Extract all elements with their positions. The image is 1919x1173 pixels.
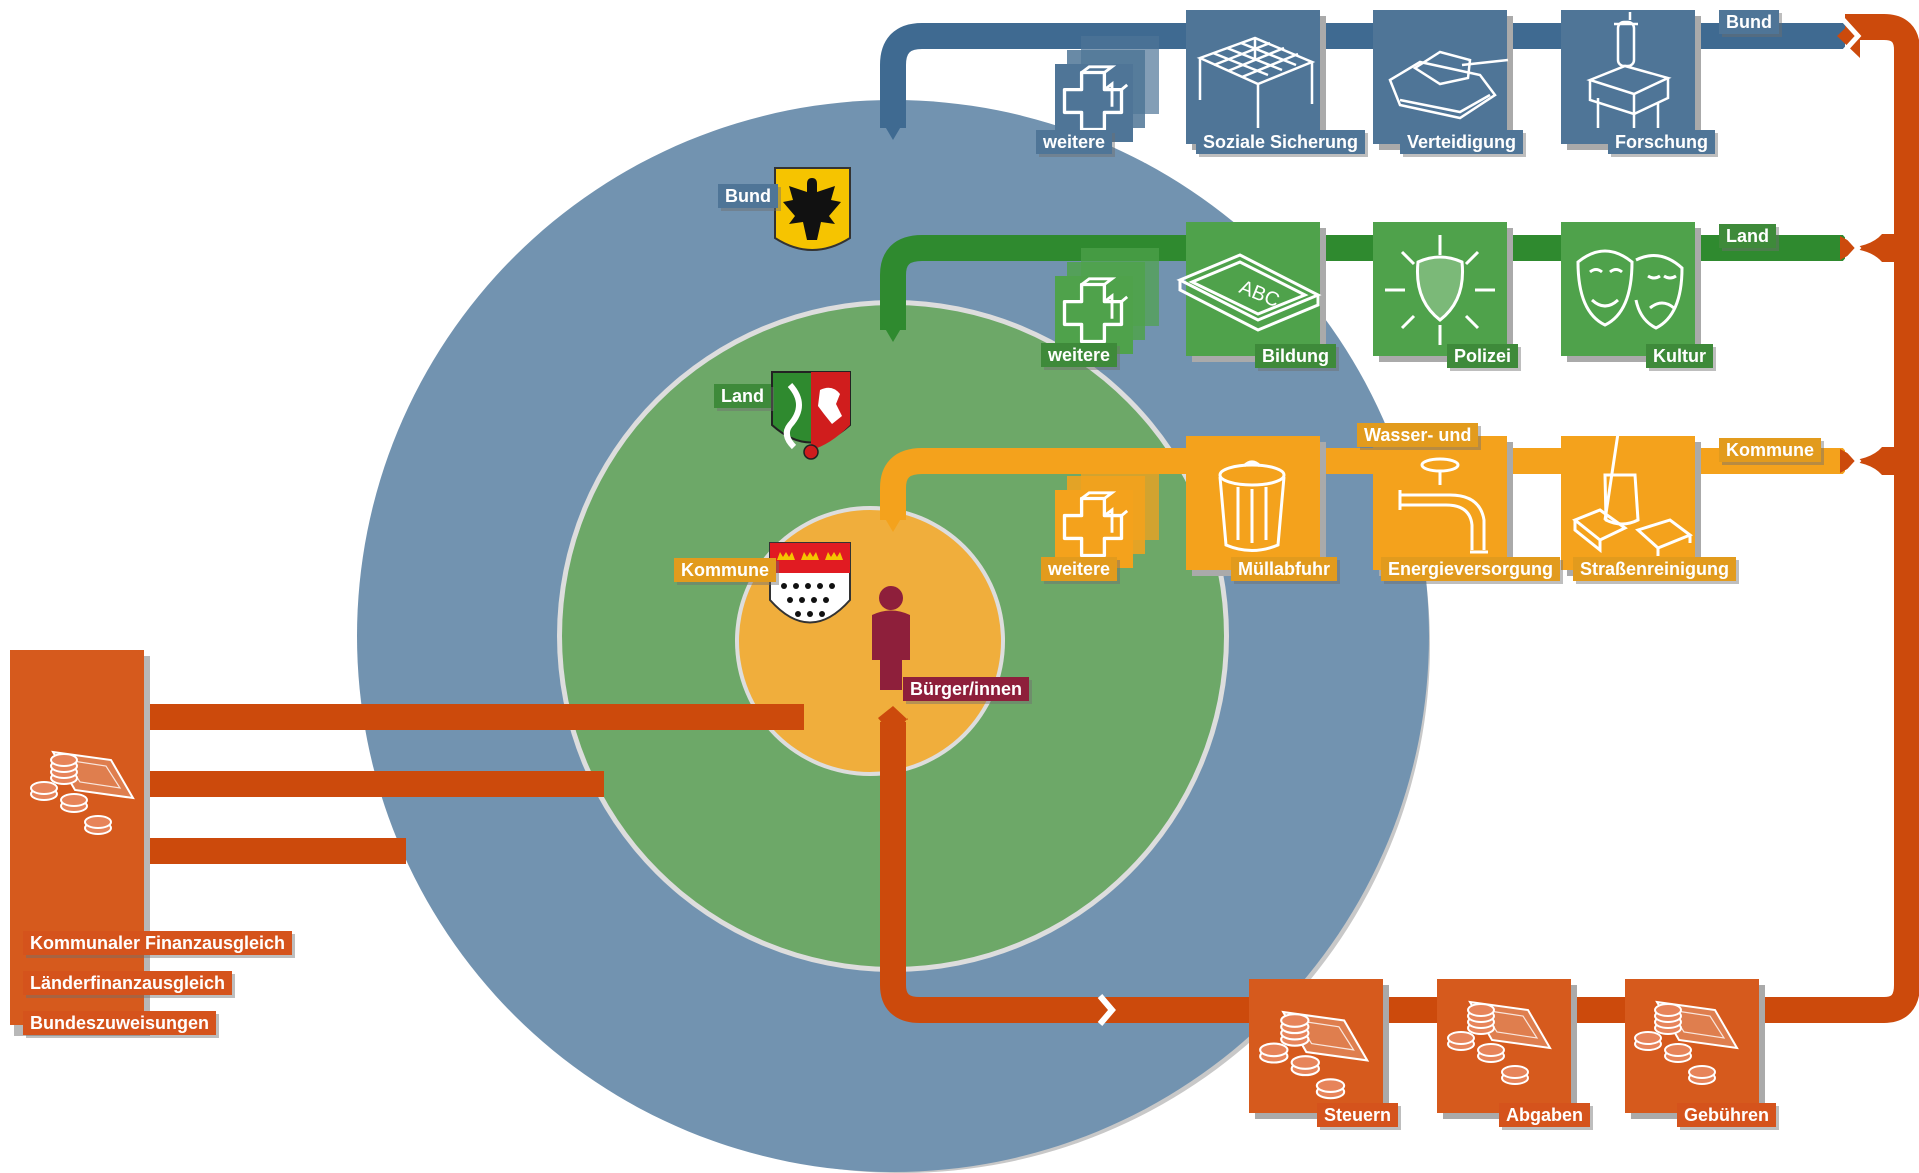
bildung-label: Bildung: [1255, 344, 1336, 368]
arrow-to-kommune-rail: [1840, 449, 1862, 473]
theater-masks-icon: [1576, 249, 1684, 330]
kommune-rail-label: Kommune: [1719, 438, 1822, 462]
bund-weitere-label: weitere: [1036, 130, 1113, 154]
bundeszuweisungen-label: Bundeszuweisungen: [23, 1011, 217, 1035]
tank-icon: [1388, 50, 1509, 120]
kommune-weitere-label: weitere: [1041, 557, 1118, 581]
kommune-service-tiles: [1055, 419, 1701, 576]
land-rail: [880, 235, 1845, 330]
person-icon: [872, 586, 910, 690]
soziale-sicherung-label: Soziale Sicherung: [1196, 130, 1366, 154]
polizei-label: Polizei: [1447, 344, 1519, 368]
water-tap-icon: [1398, 457, 1488, 554]
federal-eagle-icon: [774, 167, 851, 251]
koeln-coat-of-arms-icon: [769, 542, 851, 624]
wasser-und-label: Wasser- und: [1357, 423, 1479, 447]
transfer-bar-kommune: [144, 704, 804, 730]
trash-can-icon: [1218, 460, 1286, 552]
bund-service-tiles: [1055, 10, 1701, 150]
revenue-tiles: [1249, 979, 1765, 1119]
kommunaler-finanzausgleich-label: Kommunaler Finanzausgleich: [23, 931, 293, 955]
kommune-rail: [880, 448, 1845, 520]
kultur-label: Kultur: [1646, 344, 1713, 368]
flow-arrow-gap: [1097, 994, 1116, 1026]
land-weitere-label: weitere: [1041, 343, 1118, 367]
land-service-tiles: ABC: [1055, 222, 1701, 362]
kommune-level-label: Kommune: [674, 558, 777, 582]
police-badge-icon: [1385, 235, 1495, 345]
transfer-bar-land: [144, 771, 604, 797]
chalkboard-icon: ABC: [1176, 253, 1322, 332]
arrow-to-bund-rail: [1837, 14, 1860, 58]
citizen-label: Bürger/innen: [903, 677, 1030, 701]
strassenreinigung-label: Straßenreinigung: [1573, 557, 1737, 581]
gebuehren-label: Gebühren: [1677, 1103, 1777, 1127]
bund-rail: [880, 23, 1845, 128]
muellabfuhr-label: Müllabfuhr: [1231, 557, 1337, 581]
land-level-label: Land: [714, 384, 771, 408]
energieversorgung-label: Energieversorgung: [1381, 557, 1561, 581]
bund-level-label: Bund: [718, 184, 778, 208]
nrw-coat-of-arms-icon: [771, 371, 851, 460]
arrow-to-land-rail: [1840, 236, 1862, 260]
steuern-label: Steuern: [1317, 1103, 1399, 1127]
land-rail-label: Land: [1719, 224, 1776, 248]
bund-rail-label: Bund: [1719, 10, 1779, 34]
transfer-box: [10, 650, 144, 1025]
forschung-label: Forschung: [1608, 130, 1715, 154]
safety-net-icon: [1196, 36, 1316, 128]
money-flow-path: [880, 14, 1919, 1023]
transfer-bar-bund: [144, 838, 406, 864]
lab-flask-icon: [1586, 12, 1672, 128]
abgaben-label: Abgaben: [1499, 1103, 1591, 1127]
broom-bucket-icon: [1572, 419, 1694, 556]
laenderfinanzausgleich-label: Länderfinanzausgleich: [23, 971, 233, 995]
verteidigung-label: Verteidigung: [1400, 130, 1524, 154]
